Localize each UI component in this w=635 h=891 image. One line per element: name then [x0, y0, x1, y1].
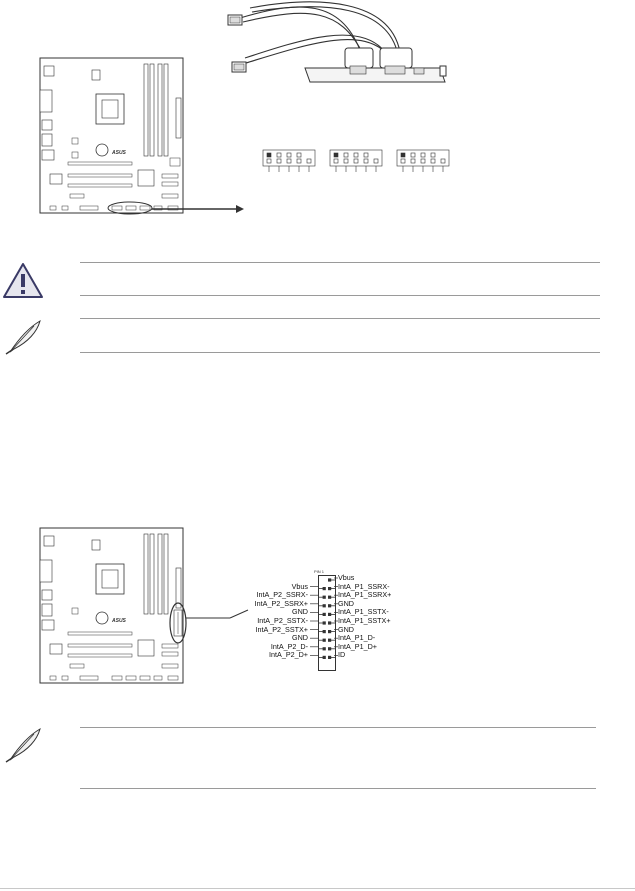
pin-right: [328, 630, 332, 634]
pin-right: [328, 638, 332, 642]
pin-right: [328, 647, 332, 651]
feather-pen-icon: [4, 318, 44, 356]
warning-bottom-rule: [80, 295, 600, 296]
pin-left: [322, 647, 326, 651]
pin-left: [322, 595, 326, 599]
pin-label-left: IntA_P2_SSTX-: [257, 616, 308, 625]
usb3-header-diagram: ASUS PIN 1: [0, 520, 635, 690]
pin-label-left: GND: [292, 607, 308, 617]
pin-label-left: IntA_P2_D-: [270, 641, 308, 651]
pin-right: [328, 578, 332, 582]
feather-pen-icon-2: [4, 726, 44, 764]
note2-top-rule: [80, 727, 596, 728]
usb-bracket-diagram: ASUS: [0, 0, 635, 230]
warning-top-rule: [80, 262, 600, 263]
board-brand-label-2: ASUS: [111, 618, 127, 624]
pin-left: [322, 612, 326, 616]
pin-left: [322, 638, 326, 642]
header-pins: [319, 578, 339, 659]
pin-left: [322, 621, 326, 625]
pin-label-right: GND: [338, 598, 354, 608]
pin-right: [328, 655, 332, 659]
pin-right: [328, 595, 332, 599]
pin-left: [322, 604, 326, 608]
pin-label-right: IntA_P1_D-: [338, 633, 376, 643]
pin-label-left: IntA_P2_D+: [269, 650, 308, 660]
pin-right: [328, 587, 332, 591]
pin-label-right: IntA_P1_SSTX-: [338, 607, 389, 617]
usb-bracket-illustration: ASUS: [39, 1, 450, 215]
pin-label-right: GND: [338, 624, 354, 634]
pin-label-left: GND: [292, 633, 308, 643]
pin-label-left: IntA_P2_SSRX+: [254, 598, 308, 608]
warning-triangle-icon: [2, 262, 44, 300]
board-brand-label: ASUS: [111, 150, 127, 156]
pin-label-left: Vbus: [291, 581, 308, 591]
note-top-rule: [80, 318, 600, 319]
pin-left: [322, 630, 326, 634]
motherboard-layout-illustration: ASUS: [39, 527, 249, 684]
pin-label-right: IntA_P1_SSTX+: [338, 616, 391, 625]
note-bottom-rule: [80, 352, 600, 353]
pin-label-left: IntA_P2_SSTX+: [255, 624, 308, 634]
pin-label-right: IntA_P1_SSRX+: [338, 590, 392, 600]
usb3-header-block: [318, 575, 339, 671]
pin-label-left: IntA_P2_SSRX-: [256, 590, 308, 600]
pin-right: [328, 612, 332, 616]
pin-left: [322, 587, 326, 591]
pin-label-right: IntA_P1_SSRX-: [338, 581, 390, 591]
pin1-mark: PIN 1: [314, 569, 325, 574]
pin-label-right: Vbus: [338, 573, 355, 582]
pin-right: [328, 604, 332, 608]
pin-left: [322, 655, 326, 659]
pin-label-right: ID: [338, 650, 346, 660]
footer-rule: [0, 888, 635, 889]
pin-leader-lines: [310, 577, 338, 656]
note2-bottom-rule: [80, 788, 596, 789]
pin-right: [328, 621, 332, 625]
pin-label-right: IntA_P1_D+: [338, 641, 377, 651]
